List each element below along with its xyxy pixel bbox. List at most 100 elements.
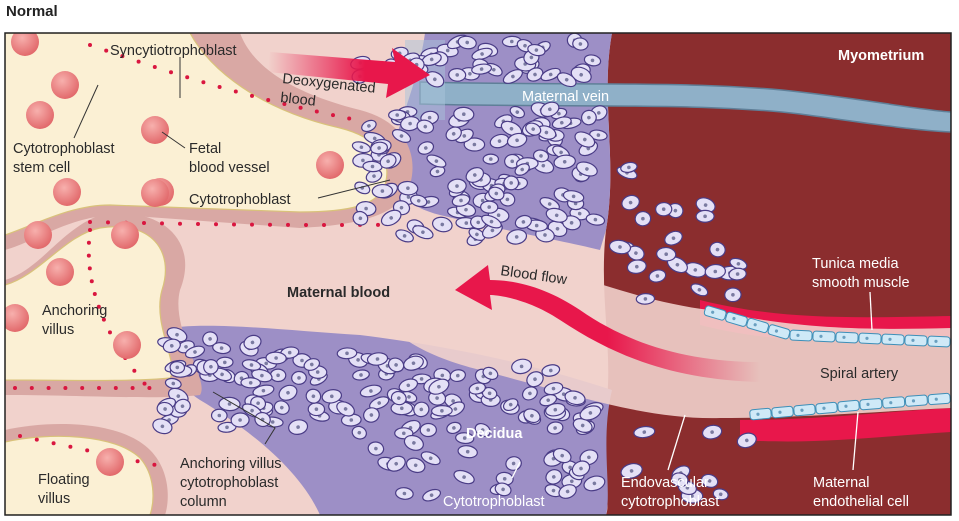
cell-nucleus — [553, 407, 558, 412]
cell-nucleus — [472, 173, 477, 177]
endothelial-cell — [904, 394, 928, 407]
syncytium-nucleus — [147, 386, 152, 390]
label-endovascular-2: cytotrophoblast — [621, 494, 719, 510]
cytotrophoblast-cell — [422, 488, 442, 502]
cell-nucleus — [375, 357, 380, 361]
syncytium-nucleus — [185, 75, 190, 80]
cytotrophoblast-cell — [162, 338, 181, 353]
cell-nucleus — [248, 380, 253, 385]
fetal-blood-vessel-icon — [11, 33, 39, 56]
cytotrophoblast-cell — [453, 469, 475, 485]
cell-nucleus — [664, 252, 669, 256]
cytotrophoblast-cell — [664, 230, 683, 246]
cell-nucleus — [380, 189, 385, 193]
cytotrophoblast-cells — [152, 33, 757, 504]
cell-nucleus — [514, 235, 519, 239]
cytotrophoblast-cell — [506, 229, 528, 245]
cell-nucleus — [399, 134, 404, 138]
syncytium-nucleus — [86, 240, 91, 245]
cell-nucleus — [250, 408, 254, 413]
fetal-blood-vessel-icon — [26, 101, 54, 129]
endothelial-nucleus — [711, 310, 715, 314]
fetal-blood-vessels — [5, 33, 344, 476]
cell-nucleus — [435, 169, 440, 174]
cell-nucleus — [497, 139, 502, 143]
syncytium-nucleus — [250, 222, 254, 227]
syncytium-nucleus — [268, 222, 272, 227]
cytotrophoblast-cell — [174, 398, 191, 414]
cell-nucleus — [587, 115, 591, 120]
syncytium-nucleus — [217, 84, 222, 89]
syncytium-nucleus — [152, 462, 157, 467]
cytotrophoblast-cell — [453, 106, 475, 122]
cell-nucleus — [534, 48, 539, 52]
cell-nucleus — [634, 264, 639, 269]
cytotrophoblast-cell — [419, 422, 437, 438]
cell-nucleus — [539, 154, 543, 158]
cell-nucleus — [406, 195, 411, 199]
endothelial-nucleus — [822, 406, 826, 410]
endothelial-cell — [746, 317, 770, 334]
endothelial-nucleus — [911, 399, 916, 403]
cytotrophoblast-cell — [583, 54, 602, 67]
label-endothelial-2: endothelial cell — [813, 494, 909, 510]
cell-nucleus — [394, 461, 399, 466]
cell-nucleus — [673, 208, 678, 213]
endothelial-nucleus — [866, 402, 870, 406]
cell-nucleus — [703, 214, 707, 219]
endothelial-cell-body — [859, 398, 883, 411]
cytotrophoblast-cell — [495, 471, 514, 486]
endothelial-cell — [815, 401, 838, 415]
cell-nucleus — [357, 430, 362, 435]
cytotrophoblast-cell — [449, 369, 466, 383]
endothelial-nucleus — [778, 410, 782, 414]
cell-nucleus — [455, 184, 459, 188]
cell-nucleus — [455, 73, 460, 77]
cytotrophoblast-cell — [156, 401, 174, 417]
cytotrophoblast-cell — [509, 105, 526, 119]
cell-nucleus — [297, 376, 301, 380]
cell-nucleus — [585, 167, 589, 171]
syncytium-nucleus — [51, 441, 56, 446]
endothelial-nucleus — [819, 334, 823, 338]
cytotrophoblast-cell — [230, 412, 250, 428]
label-decidua: Decidua — [466, 426, 523, 442]
cytotrophoblast-cell — [243, 334, 262, 350]
cytotrophoblast-cell — [395, 229, 414, 243]
cell-nucleus — [505, 197, 510, 202]
syncytium-nucleus — [142, 221, 146, 226]
cell-nucleus — [184, 344, 188, 349]
cell-nucleus — [455, 373, 460, 378]
endothelial-cell-body — [858, 332, 882, 345]
figure-title: Normal — [6, 3, 58, 20]
cell-nucleus — [577, 211, 582, 216]
syncytium-nucleus — [304, 222, 308, 227]
cytotrophoblast-cell — [367, 441, 385, 456]
cytotrophoblast-cell — [482, 366, 499, 381]
cytotrophoblast-cell — [503, 175, 520, 191]
cytotrophoblast-cell — [417, 141, 435, 155]
endothelial-cell — [725, 311, 748, 327]
label-spiral-artery: Spiral artery — [820, 366, 899, 382]
cell-nucleus — [406, 383, 411, 388]
syncytium-nucleus — [298, 105, 303, 110]
cytotrophoblast-cell — [539, 197, 560, 211]
endothelial-cell-body — [789, 329, 813, 342]
endothelial-nucleus — [934, 397, 938, 401]
cell-nucleus — [465, 40, 470, 45]
cell-nucleus — [176, 394, 181, 398]
syncytium-nucleus — [46, 386, 51, 390]
cytotrophoblast-cell — [465, 167, 485, 183]
endothelial-cell-body — [904, 334, 928, 347]
syncytium-nucleus — [196, 221, 200, 226]
cell-nucleus — [300, 358, 304, 363]
endothelial-cell-body — [837, 399, 860, 413]
cytotrophoblast-cell — [690, 283, 709, 297]
cell-nucleus — [452, 426, 456, 430]
cell-nucleus — [571, 194, 576, 199]
cell-nucleus — [394, 363, 398, 367]
cytotrophoblast-cell — [305, 388, 322, 404]
label-tunica-2: smooth muscle — [812, 275, 910, 291]
cell-nucleus — [472, 142, 477, 147]
cell-nucleus — [256, 401, 260, 406]
